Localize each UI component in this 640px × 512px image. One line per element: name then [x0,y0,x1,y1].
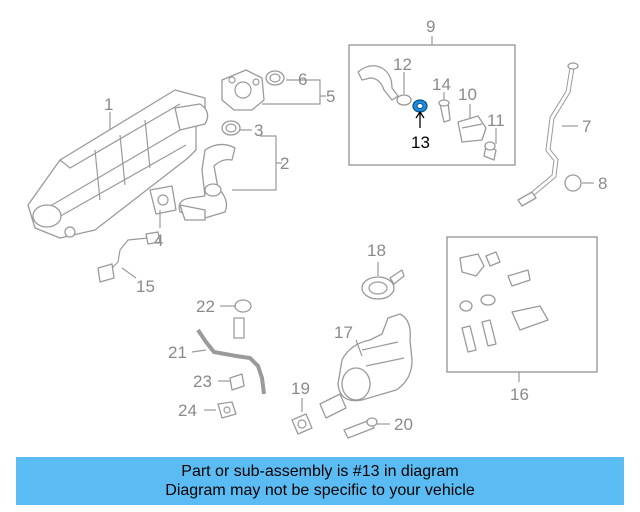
callout-18: 18 [367,241,386,260]
egr-pipe-part-2 [178,143,236,221]
callout-22: 22 [196,297,215,316]
catalyst-part-17 [319,313,413,419]
callout-15: 15 [136,277,155,296]
sensor-kit-part-16 [459,251,549,353]
callout-3: 3 [254,121,263,140]
gasket-part-4 [149,185,177,215]
callout-14: 14 [432,75,451,94]
banner-line-2: Diagram may not be specific to your vehi… [165,482,475,499]
callout-8: 8 [598,174,607,193]
clamp-part-3 [221,120,241,136]
notice-banner: Part or sub-assembly is #13 in diagram D… [16,457,624,505]
callout-2: 2 [280,154,289,173]
sensor-part-10 [457,115,487,143]
egr-cooler-part-1 [27,89,209,239]
leader-lines [109,72,594,425]
bolt-part-11 [483,141,497,161]
callout-9: 9 [426,17,435,36]
callout-7: 7 [582,117,591,136]
callout-10: 10 [458,85,477,104]
callout-1: 1 [104,95,113,114]
callout-5: 5 [326,87,335,106]
tube-part-7 [517,62,579,207]
o-ring-part-6 [265,70,285,86]
callout-17: 17 [334,323,353,342]
flange-part-5 [221,69,265,111]
bolt-part-14 [438,99,451,123]
callout-21: 21 [168,343,187,362]
clip-part-13 [412,99,428,128]
clamp-part-22 [234,299,252,313]
ring-part-18 [361,269,405,300]
clip-part-23 [229,373,245,391]
hose-part-12 [357,65,412,106]
callout-11: 11 [487,111,505,130]
callout-23: 23 [193,372,212,391]
callout-12: 12 [393,55,412,74]
callout-4: 4 [154,231,163,250]
bolt-part-20 [343,417,378,439]
sub-assembly-box-16 [446,236,598,373]
tube-part-21 [196,317,266,395]
callout-19: 19 [291,379,310,398]
callout-6: 6 [298,70,307,89]
callout-20: 20 [394,415,413,434]
cap-part-8 [564,174,582,192]
banner-line-1: Part or sub-assembly is #13 in diagram [181,463,459,480]
callout-24: 24 [178,401,197,420]
callout-13-highlighted: 13 [411,133,430,152]
gasket-part-19 [291,413,313,435]
bracket-part-24 [217,401,237,419]
callout-16: 16 [510,385,529,404]
sensor-part-15 [97,231,161,283]
